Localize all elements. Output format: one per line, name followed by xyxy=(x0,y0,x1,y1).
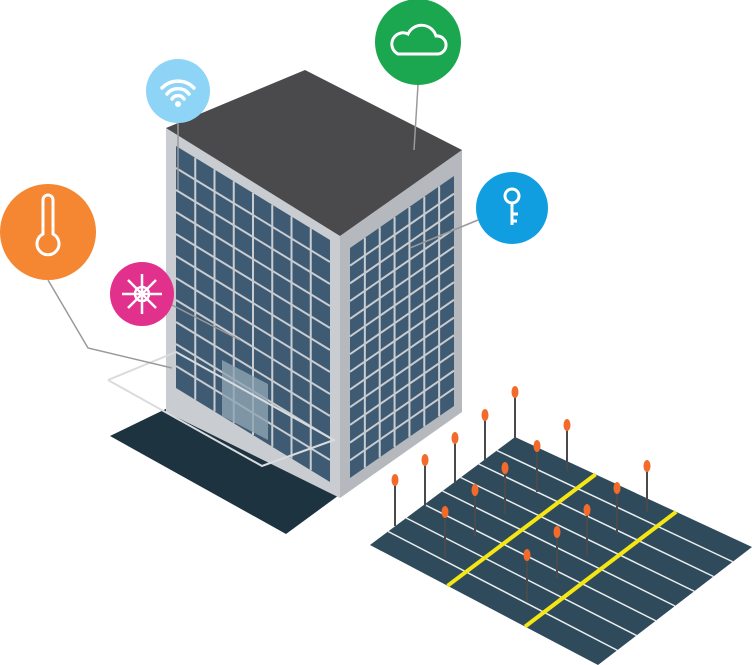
right-windows xyxy=(349,176,455,478)
window-transom xyxy=(349,334,455,409)
lamp-head xyxy=(451,432,459,444)
parking-lot xyxy=(370,386,752,665)
lamp-head xyxy=(391,474,399,486)
window-transom xyxy=(175,211,331,307)
lamp-head xyxy=(583,504,591,516)
window-transom xyxy=(175,277,331,373)
entrance-canopy xyxy=(107,350,337,468)
window-transom xyxy=(175,189,331,285)
wifi-icon xyxy=(146,59,210,123)
building-roof xyxy=(166,70,462,236)
window-panel xyxy=(350,176,454,478)
parking-divider-line xyxy=(446,472,597,588)
lamp-head xyxy=(481,409,489,421)
parking-space-line xyxy=(460,476,695,592)
window-transom xyxy=(349,245,455,320)
lamp-head xyxy=(523,549,531,561)
window-transom xyxy=(175,233,331,329)
lamp-head xyxy=(421,454,429,466)
window-transom xyxy=(175,167,331,263)
lamp-head xyxy=(441,506,449,518)
key-icon xyxy=(476,172,548,244)
parking-space-line xyxy=(387,530,618,651)
window-transom xyxy=(349,299,455,373)
lamp-head xyxy=(553,526,561,538)
parking-divider-line xyxy=(523,510,678,629)
window-transom xyxy=(349,263,455,338)
snowflake-icon xyxy=(110,262,174,326)
lamp-head xyxy=(643,460,651,472)
building-ground-shadow xyxy=(110,404,346,534)
lamp-head xyxy=(563,419,571,431)
thermometer-icon xyxy=(0,184,96,280)
parking-space-line xyxy=(442,490,676,607)
window-transom xyxy=(349,281,455,355)
lamp-head xyxy=(533,440,541,452)
window-transom xyxy=(349,352,455,426)
window-transom xyxy=(349,387,455,462)
lamp-head xyxy=(613,482,621,494)
connector-lines xyxy=(47,84,479,369)
window-transom xyxy=(175,321,331,417)
building xyxy=(107,70,462,498)
window-transom xyxy=(349,228,455,302)
window-transom xyxy=(349,192,455,267)
parking-space-line xyxy=(424,503,657,622)
window-transom xyxy=(349,369,455,444)
cloud-icon xyxy=(375,0,461,85)
lamp-head xyxy=(511,386,519,398)
lamp-head xyxy=(501,462,509,474)
window-transom xyxy=(175,255,331,351)
entrance-door xyxy=(222,360,268,440)
window-transom xyxy=(349,316,455,391)
lamp-head xyxy=(471,484,479,496)
window-transom xyxy=(175,299,331,395)
window-transom xyxy=(349,210,455,285)
parking-space-line xyxy=(478,463,714,578)
